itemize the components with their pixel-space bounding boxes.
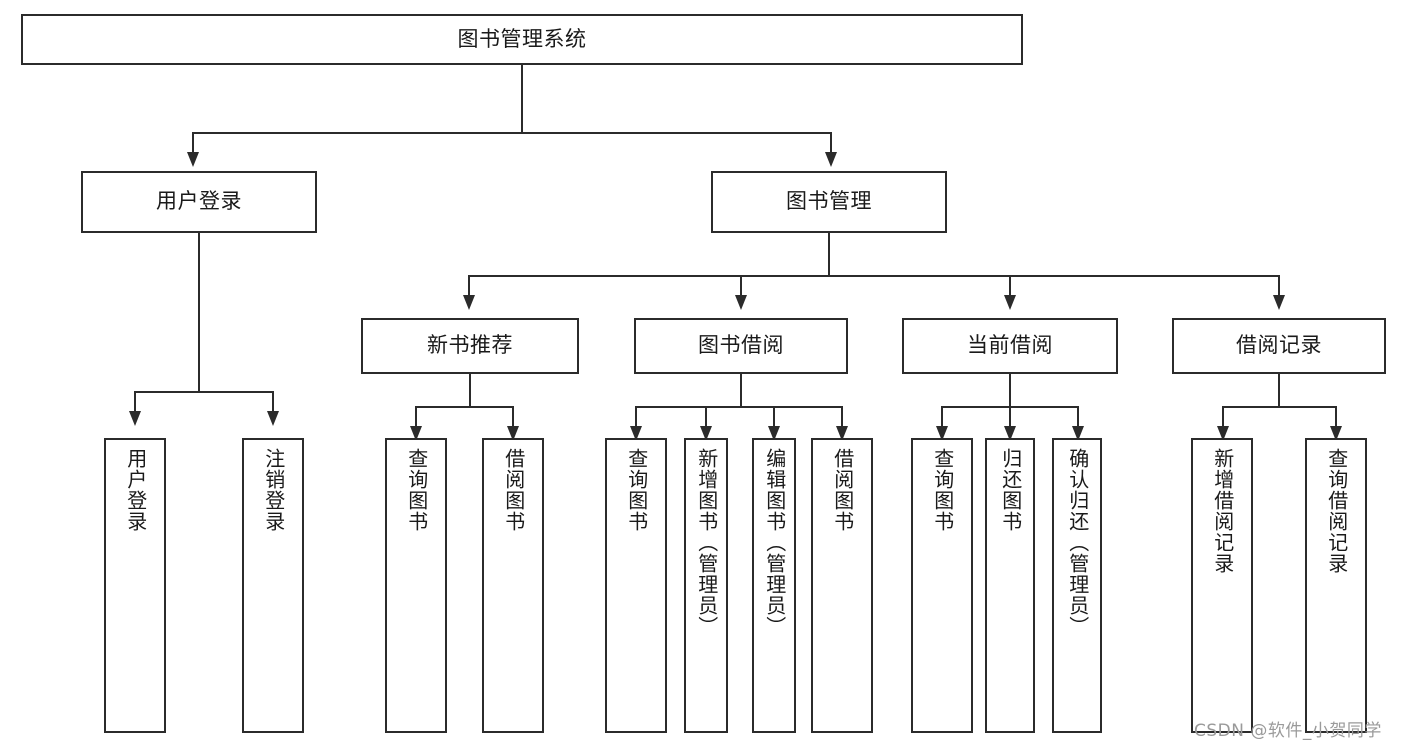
arrowhead-user-login [187, 152, 199, 167]
connector-to-book-borrow [740, 275, 742, 297]
arrowhead-nbr-leaf-1 [410, 426, 422, 441]
connector-br-drop-1 [1222, 406, 1224, 428]
node-label: 借阅记录 [1236, 333, 1322, 358]
connector-book-borrow-stem [740, 374, 742, 406]
arrowhead-book-management [825, 152, 837, 167]
leaf-cb-return-book[interactable]: 归还图书 [985, 438, 1035, 733]
leaf-label: 归还图书 [998, 448, 1023, 532]
leaf-bb-add-book-admin[interactable]: 新增图书（管理员） [684, 438, 728, 733]
arrowhead-bb-leaf-2 [700, 426, 712, 441]
arrowhead-current-borrow [1004, 295, 1016, 310]
connector-nbr-drop-1 [415, 406, 417, 428]
connector-cb-drop-1 [941, 406, 943, 428]
connector-root-stem [521, 65, 523, 132]
leaf-cb-confirm-return-admin[interactable]: 确认归还（管理员） [1052, 438, 1102, 733]
node-label: 新书推荐 [427, 333, 513, 358]
watermark-text: CSDN @软件_小贺同学 [1194, 721, 1382, 741]
leaf-label: 注销登录 [261, 448, 286, 532]
arrowhead-book-borrow [735, 295, 747, 310]
leaf-label: 新增借阅记录 [1210, 448, 1235, 574]
connector-cb-drop-3 [1077, 406, 1079, 428]
arrowhead-leaf-logout [267, 411, 279, 426]
csdn-watermark: CSDN @软件_小贺同学 [1194, 716, 1382, 741]
leaf-label: 用户登录 [123, 448, 148, 532]
connector-bb-drop-4 [841, 406, 843, 428]
leaf-label: 借阅图书 [830, 448, 855, 532]
leaf-label: 查询图书 [404, 448, 429, 532]
connector-bb-drop-1 [635, 406, 637, 428]
leaf-label: 查询借阅记录 [1324, 448, 1349, 574]
connector-nbr-drop-2 [512, 406, 514, 428]
arrowhead-leaf-user-login [129, 411, 141, 426]
connector-new-book-recommend-bus [415, 406, 514, 408]
leaf-nbr-query-book[interactable]: 查询图书 [385, 438, 447, 733]
leaf-bb-edit-book-admin[interactable]: 编辑图书（管理员） [752, 438, 796, 733]
node-root-book-management-system[interactable]: 图书管理系统 [21, 14, 1023, 65]
connector-to-current-borrow [1009, 275, 1011, 297]
leaf-label: 新增图书（管理员） [694, 448, 719, 637]
leaf-br-add-record[interactable]: 新增借阅记录 [1191, 438, 1253, 733]
connector-borrow-record-bus [1222, 406, 1337, 408]
arrowhead-br-leaf-2 [1330, 426, 1342, 441]
arrowhead-bb-leaf-3 [768, 426, 780, 441]
node-book-management[interactable]: 图书管理 [711, 171, 947, 233]
connector-level3-bus [468, 275, 1280, 277]
arrowhead-borrow-record [1273, 295, 1285, 310]
connector-bb-drop-3 [773, 406, 775, 428]
connector-user-login-stem [198, 233, 200, 391]
node-label: 图书借阅 [698, 333, 784, 358]
connector-br-drop-2 [1335, 406, 1337, 428]
arrowhead-br-leaf-1 [1217, 426, 1229, 441]
connector-borrow-record-stem [1278, 374, 1280, 406]
node-book-borrow[interactable]: 图书借阅 [634, 318, 848, 374]
node-label: 图书管理系统 [457, 26, 587, 51]
connector-book-management-stem [828, 233, 830, 275]
node-borrow-record[interactable]: 借阅记录 [1172, 318, 1386, 374]
node-label: 图书管理 [786, 189, 872, 214]
node-user-login[interactable]: 用户登录 [81, 171, 317, 233]
node-current-borrow[interactable]: 当前借阅 [902, 318, 1118, 374]
connector-to-new-book-recommend [468, 275, 470, 297]
leaf-user-login[interactable]: 用户登录 [104, 438, 166, 733]
connector-root-to-book-management [830, 132, 832, 154]
leaf-label: 查询图书 [930, 448, 955, 532]
node-label: 用户登录 [156, 189, 242, 214]
leaf-nbr-borrow-book[interactable]: 借阅图书 [482, 438, 544, 733]
arrowhead-cb-leaf-2 [1004, 426, 1016, 441]
arrowhead-cb-leaf-3 [1072, 426, 1084, 441]
leaf-br-query-record[interactable]: 查询借阅记录 [1305, 438, 1367, 733]
leaf-label: 借阅图书 [501, 448, 526, 532]
connector-to-borrow-record [1278, 275, 1280, 297]
leaf-label: 编辑图书（管理员） [762, 448, 787, 637]
connector-bb-drop-2 [705, 406, 707, 428]
connector-root-bus [192, 132, 832, 134]
connector-user-login-bus [134, 391, 274, 393]
leaf-logout[interactable]: 注销登录 [242, 438, 304, 733]
leaf-cb-query-book[interactable]: 查询图书 [911, 438, 973, 733]
node-new-book-recommend[interactable]: 新书推荐 [361, 318, 579, 374]
connector-book-borrow-bus [635, 406, 843, 408]
leaf-label: 查询图书 [624, 448, 649, 532]
arrowhead-bb-leaf-4 [836, 426, 848, 441]
connector-root-to-user-login [192, 132, 194, 154]
connector-new-book-recommend-stem [469, 374, 471, 406]
leaf-bb-borrow-book[interactable]: 借阅图书 [811, 438, 873, 733]
arrowhead-cb-leaf-1 [936, 426, 948, 441]
arrowhead-nbr-leaf-2 [507, 426, 519, 441]
arrowhead-new-book-recommend [463, 295, 475, 310]
connector-current-borrow-stem [1009, 374, 1011, 406]
arrowhead-bb-leaf-1 [630, 426, 642, 441]
leaf-label: 确认归还（管理员） [1065, 448, 1090, 637]
connector-user-login-drop-2 [272, 391, 274, 413]
leaf-bb-query-book[interactable]: 查询图书 [605, 438, 667, 733]
connector-cb-drop-2 [1009, 406, 1011, 428]
node-label: 当前借阅 [967, 333, 1053, 358]
connector-user-login-drop-1 [134, 391, 136, 413]
